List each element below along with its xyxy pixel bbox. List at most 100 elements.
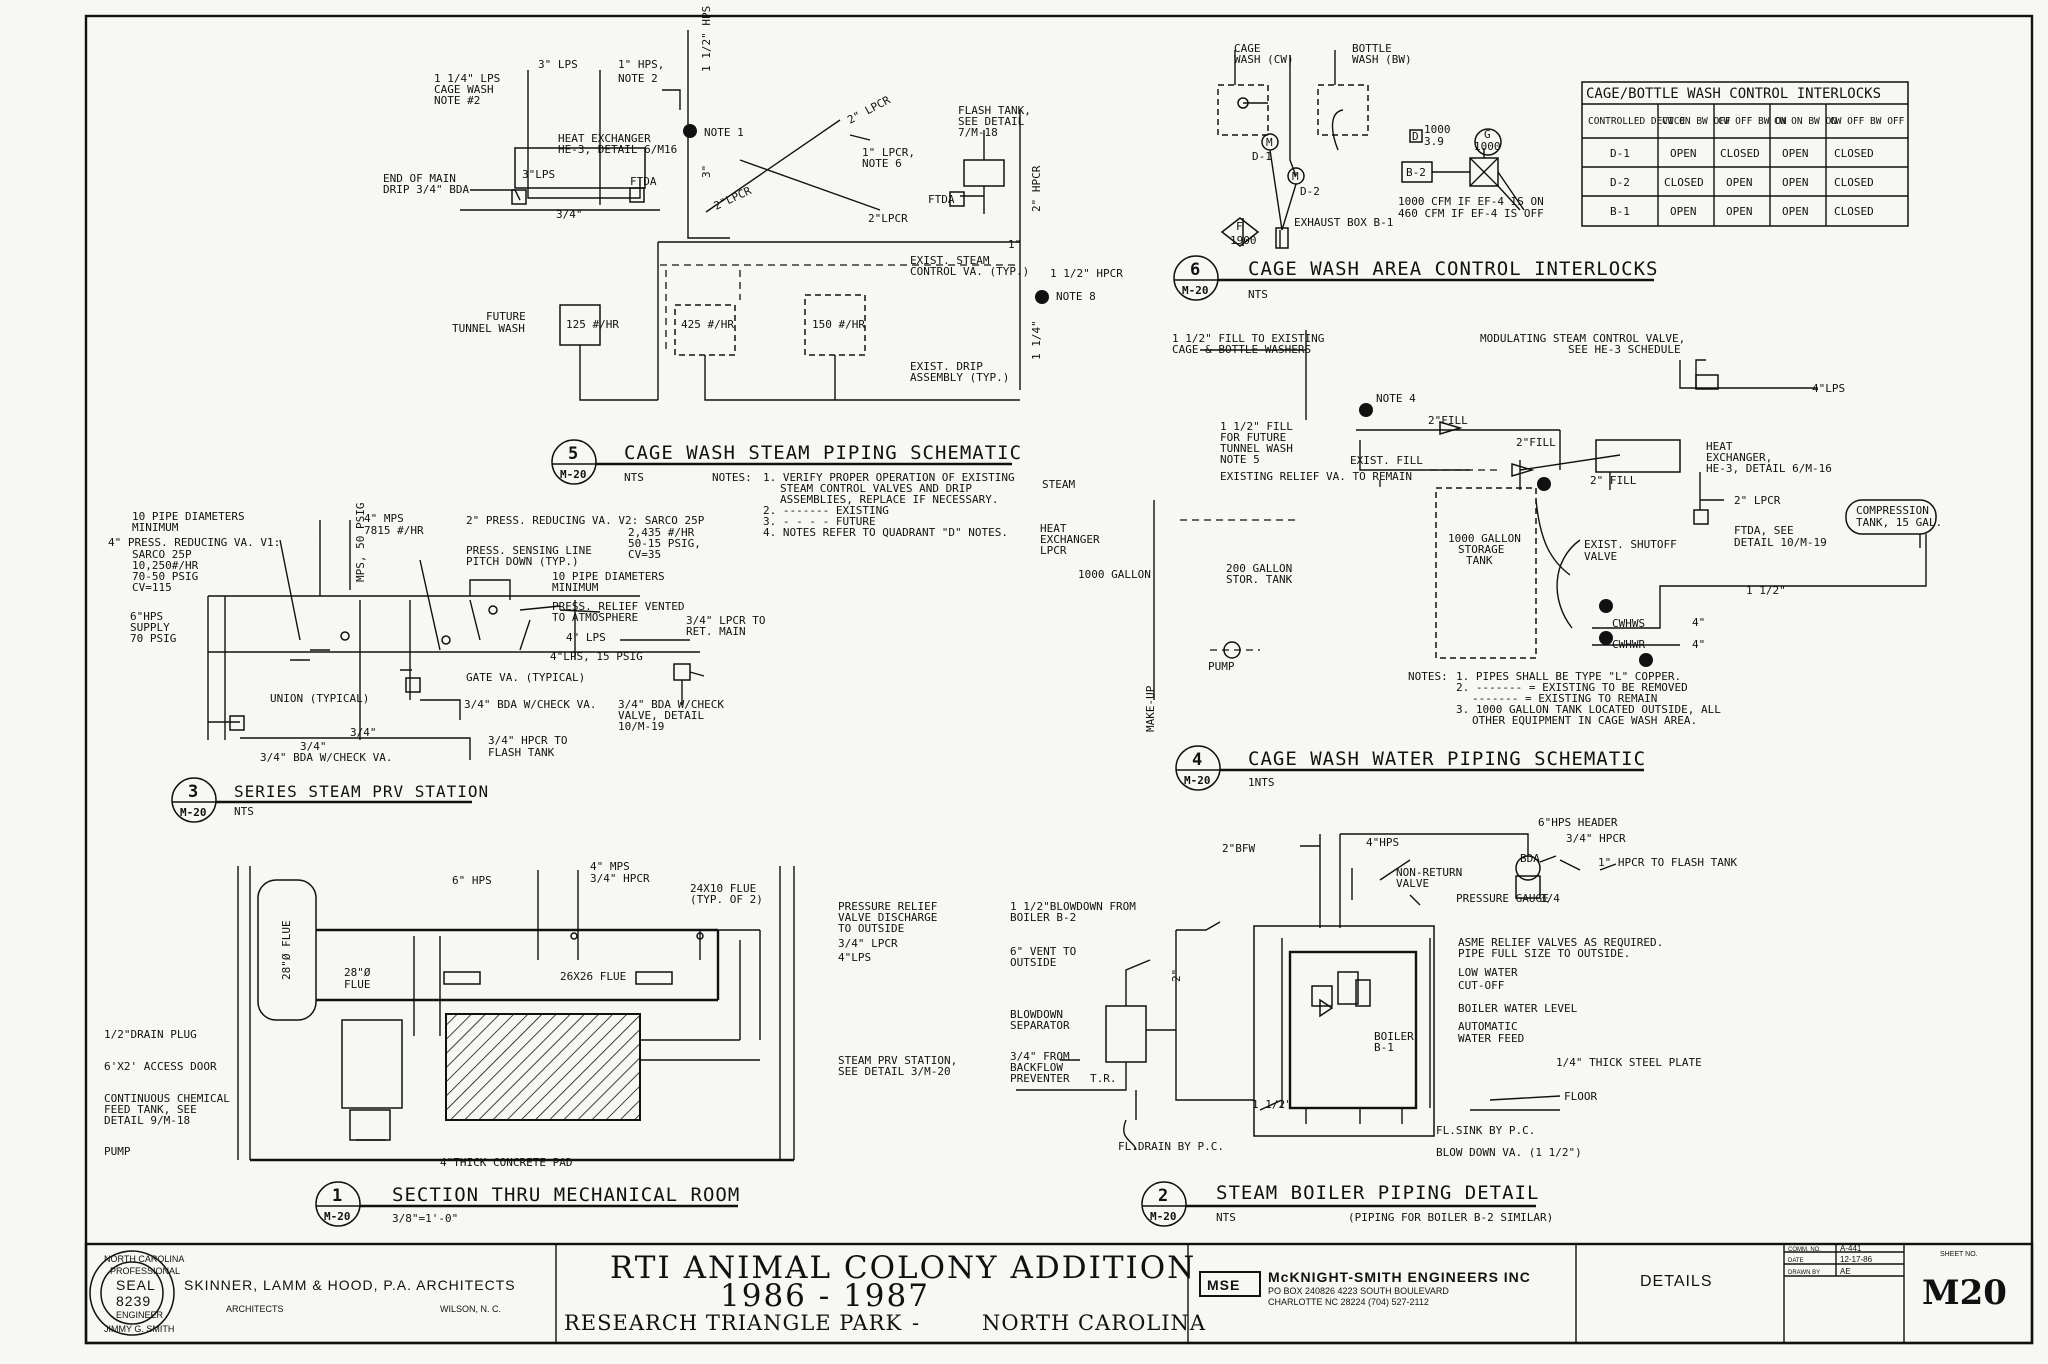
svg-text:MSE: MSE <box>1207 1277 1240 1293</box>
svg-text:G: G <box>1484 128 1491 141</box>
svg-text:1000 GALLON: 1000 GALLON <box>1078 568 1151 581</box>
svg-text:FTDA, SEE: FTDA, SEE <box>1734 524 1794 537</box>
svg-text:3/8"=1'-0": 3/8"=1'-0" <box>392 1212 458 1225</box>
svg-text:HEAT: HEAT <box>1706 440 1733 453</box>
detail-3-title: SERIES STEAM PRV STATION <box>234 782 489 801</box>
svg-text:D-2: D-2 <box>1610 176 1630 189</box>
svg-text:1000: 1000 <box>1424 123 1451 136</box>
svg-text:NOTE 1: NOTE 1 <box>704 126 744 139</box>
svg-text:SUPPLY: SUPPLY <box>130 621 170 634</box>
svg-text:GATE VA. (TYPICAL): GATE VA. (TYPICAL) <box>466 671 585 684</box>
svg-text:M: M <box>1292 170 1299 183</box>
detail-4-bubble <box>1175 745 1221 791</box>
svg-text:LOW WATER: LOW WATER <box>1458 966 1518 979</box>
svg-text:FEED TANK, SEE: FEED TANK, SEE <box>104 1103 197 1116</box>
svg-text:------- = EXISTING TO REMAIN: ------- = EXISTING TO REMAIN <box>1472 692 1657 705</box>
svg-text:NTS: NTS <box>1248 288 1268 301</box>
svg-text:M-20: M-20 <box>1182 284 1209 297</box>
bottle-wash-bw <box>1317 84 1369 136</box>
svg-text:VALVE: VALVE <box>1584 550 1617 563</box>
svg-text:TO OUTSIDE: TO OUTSIDE <box>838 922 904 935</box>
svg-text:1 1/2" HPCR: 1 1/2" HPCR <box>1050 267 1123 280</box>
svg-text:LPCR: LPCR <box>1040 544 1067 557</box>
svg-text:FL.SINK BY P.C.: FL.SINK BY P.C. <box>1436 1124 1535 1137</box>
svg-text:ARCHITECTS: ARCHITECTS <box>226 1304 284 1314</box>
boiler-enclosure <box>1253 925 1435 1137</box>
svg-text:3/4": 3/4" <box>300 740 327 753</box>
svg-text:FTDA: FTDA <box>630 175 657 188</box>
svg-text:1: 1 <box>332 1186 342 1206</box>
detail-1-section-mechanical-room: 4" MPS 3/4" HPCR 6" HPS 24X10 FLUE (TYP.… <box>104 860 957 1227</box>
svg-text:125 #/HR: 125 #/HR <box>566 318 619 331</box>
svg-text:3/4" HPCR: 3/4" HPCR <box>1566 832 1626 845</box>
svg-text:CWHWR: CWHWR <box>1612 638 1645 651</box>
svg-text:DETAIL 10/M-19: DETAIL 10/M-19 <box>1734 536 1827 549</box>
svg-text:COMM. NO.: COMM. NO. <box>1788 1247 1821 1253</box>
detail-3-series-prv-station: 10 PIPE DIAMETERS MINIMUM 4" PRESS. REDU… <box>108 503 765 823</box>
svg-text:BLOW DOWN VA. (1 1/2"): BLOW DOWN VA. (1 1/2") <box>1436 1146 1582 1159</box>
cage-wash-cw <box>1217 84 1269 136</box>
svg-text:4"LPS: 4"LPS <box>1812 382 1845 395</box>
svg-text:CAGE WASH: CAGE WASH <box>434 83 494 96</box>
svg-text:BACKFLOW: BACKFLOW <box>1010 1061 1063 1074</box>
note-4-marker <box>1359 403 1373 417</box>
svg-text:FLOOR: FLOOR <box>1564 1090 1597 1103</box>
detail-6-title: CAGE WASH AREA CONTROL INTERLOCKS <box>1248 258 1659 280</box>
svg-text:WASH (CW): WASH (CW) <box>1234 53 1294 66</box>
svg-text:CW OFF BW ON: CW OFF BW ON <box>1718 116 1787 127</box>
svg-text:OUTSIDE: OUTSIDE <box>1010 956 1056 969</box>
svg-text:2" LPCR: 2" LPCR <box>1734 494 1781 507</box>
svg-text:SEE DETAIL: SEE DETAIL <box>958 115 1025 128</box>
svg-text:TANK, 15 GAL.: TANK, 15 GAL. <box>1856 516 1942 529</box>
svg-text:1 1/2"BLOWDOWN FROM: 1 1/2"BLOWDOWN FROM <box>1010 900 1136 913</box>
svg-text:1 1/2": 1 1/2" <box>1252 1098 1292 1111</box>
svg-text:1/4" THICK STEEL PLATE: 1/4" THICK STEEL PLATE <box>1556 1056 1702 1069</box>
svg-text:VALVE DISCHARGE: VALVE DISCHARGE <box>838 911 937 924</box>
svg-text:CONTINUOUS CHEMICAL: CONTINUOUS CHEMICAL <box>104 1092 230 1105</box>
detail-6-control-interlocks: CAGE WASH (CW) BOTTLE WASH (BW) M D-1 M … <box>1173 42 1909 301</box>
svg-text:DATE: DATE <box>1788 1258 1804 1264</box>
svg-text:12-17-86: 12-17-86 <box>1840 1255 1873 1264</box>
svg-text:3/4" BDA W/CHECK VA.: 3/4" BDA W/CHECK VA. <box>464 698 596 711</box>
engineer-logo: MSE <box>1199 1271 1261 1297</box>
detail-2-title: STEAM BOILER PIPING DETAIL <box>1216 1182 1539 1204</box>
svg-text:HEAT: HEAT <box>1040 522 1067 535</box>
svg-text:WASH (BW): WASH (BW) <box>1352 53 1412 66</box>
svg-text:CLOSED: CLOSED <box>1834 176 1874 189</box>
engineer-seal: NORTH CAROLINA PROFESSIONAL SEAL 8239 EN… <box>89 1250 184 1336</box>
svg-text:OPEN: OPEN <box>1670 147 1697 160</box>
svg-text:425 #/HR: 425 #/HR <box>681 318 734 331</box>
svg-text:EXHAUST BOX B-1: EXHAUST BOX B-1 <box>1294 216 1393 229</box>
svg-text:EXIST. DRIP: EXIST. DRIP <box>910 360 983 373</box>
svg-text:FTDA: FTDA <box>928 193 955 206</box>
detail-1-title: SECTION THRU MECHANICAL ROOM <box>392 1184 740 1206</box>
svg-text:1" HPS,: 1" HPS, <box>618 58 664 71</box>
note-1-marker <box>683 124 697 138</box>
svg-text:SEPARATOR: SEPARATOR <box>1010 1019 1070 1032</box>
svg-text:CWHWS: CWHWS <box>1612 617 1645 630</box>
svg-text:HE-3, DETAIL 6/M-16: HE-3, DETAIL 6/M-16 <box>1706 462 1832 475</box>
svg-text:8239: 8239 <box>116 1293 151 1309</box>
svg-text:6" VENT TO: 6" VENT TO <box>1010 945 1076 958</box>
svg-text:OPEN: OPEN <box>1726 205 1753 218</box>
svg-text:OTHER EQUIPMENT IN CAGE WASH A: OTHER EQUIPMENT IN CAGE WASH AREA. <box>1472 714 1697 727</box>
svg-text:OPEN: OPEN <box>1782 147 1809 160</box>
svg-text:1000 CFM IF EF-4 IS ON: 1000 CFM IF EF-4 IS ON <box>1398 195 1544 208</box>
svg-text:EXISTING RELIEF VA. TO REMAIN: EXISTING RELIEF VA. TO REMAIN <box>1220 470 1412 483</box>
svg-text:460 CFM IF EF-4 IS OFF: 460 CFM IF EF-4 IS OFF <box>1398 207 1544 220</box>
svg-text:4" PRESS. REDUCING VA. V1:: 4" PRESS. REDUCING VA. V1: <box>108 536 280 549</box>
svg-text:M-20: M-20 <box>560 468 587 481</box>
svg-text:70 PSIG: 70 PSIG <box>130 632 176 645</box>
svg-text:PIPE FULL SIZE TO OUTSIDE.: PIPE FULL SIZE TO OUTSIDE. <box>1458 947 1630 960</box>
svg-text:1000 GALLON: 1000 GALLON <box>1448 532 1521 545</box>
svg-text:CAGE & BOTTLE WASHERS: CAGE & BOTTLE WASHERS <box>1172 343 1311 356</box>
svg-text:NOTE #2: NOTE #2 <box>434 94 480 107</box>
svg-text:NOTE 6: NOTE 6 <box>862 157 902 170</box>
heat-exchanger-he3-water <box>1595 439 1681 473</box>
svg-text:3: 3 <box>188 782 198 802</box>
svg-text:3/4" BDA W/CHECK VA.: 3/4" BDA W/CHECK VA. <box>260 751 392 764</box>
svg-text:EXIST. FILL: EXIST. FILL <box>1350 454 1423 467</box>
svg-text:2"LPCR: 2"LPCR <box>868 212 908 225</box>
svg-text:CONTROL VA. (TYP.): CONTROL VA. (TYP.) <box>910 265 1029 278</box>
svg-text:AE: AE <box>1840 1267 1851 1276</box>
